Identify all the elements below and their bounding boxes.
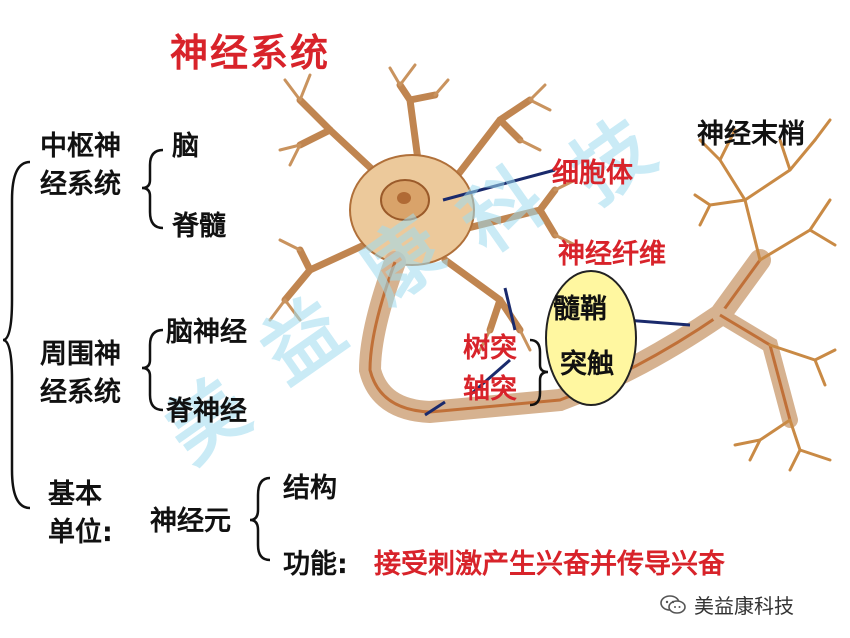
basic-unit-label-1: 基本	[48, 479, 102, 510]
cell-body-label: 细胞体	[552, 158, 633, 189]
footer-brand-text: 美益康科技	[694, 594, 794, 618]
myelin-sheath-label: 髓鞘	[553, 294, 607, 325]
central-nervous-label-1: 中枢神	[40, 131, 121, 162]
synapse-label: 突触	[560, 349, 614, 380]
page-title: 神经系统	[170, 31, 331, 75]
cranial-nerve-label: 脑神经	[166, 317, 247, 348]
function-text: 接受刺激产生兴奋并传导兴奋	[374, 549, 725, 580]
neuron-label: 神经元	[150, 506, 231, 537]
dendrite-label: 树突	[463, 333, 517, 364]
footer-brand: 美益康科技	[660, 590, 794, 619]
function-label: 功能:	[283, 549, 348, 580]
central-nervous-label-2: 经系统	[40, 169, 121, 200]
axon-label: 轴突	[463, 374, 517, 405]
nerve-ending-label: 神经末梢	[697, 119, 805, 150]
nerve-fiber-label: 神经纤维	[558, 239, 666, 270]
peripheral-nervous-label-2: 经系统	[40, 377, 121, 408]
wechat-icon	[660, 594, 686, 615]
basic-unit-label-2: 单位:	[48, 517, 113, 548]
spinal-nerve-label: 脊神经	[166, 396, 247, 427]
myelin-synapse-highlight	[545, 270, 637, 406]
brain-label: 脑	[172, 131, 199, 162]
structure-label: 结构	[283, 473, 337, 504]
peripheral-nervous-label-1: 周围神	[40, 339, 121, 370]
spinal-cord-label: 脊髓	[172, 211, 226, 242]
